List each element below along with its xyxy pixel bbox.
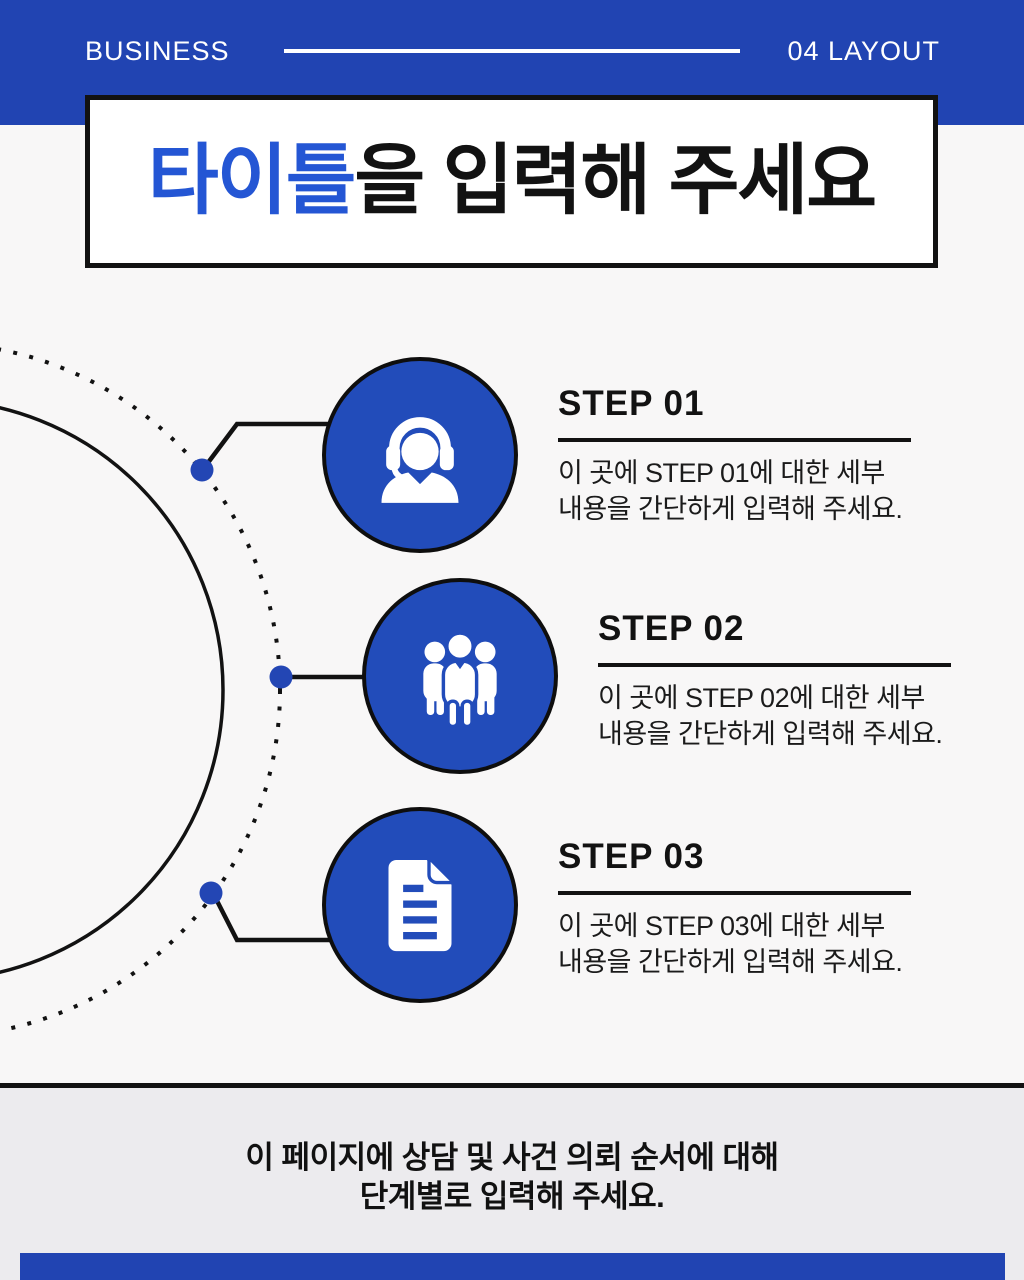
step3-desc-line1: 이 곳에 STEP 03에 대한 세부 <box>558 911 885 941</box>
step3-desc-line2: 내용을 간단하게 입력해 주세요. <box>558 947 903 977</box>
header-left-label: BUSINESS <box>85 36 230 66</box>
step2-label: STEP 02 <box>598 609 745 648</box>
step2-desc-line2: 내용을 간단하게 입력해 주세요. <box>598 719 943 749</box>
connector-line-step3 <box>210 891 330 943</box>
step1-desc-line2: 내용을 간단하게 입력해 주세요. <box>558 494 903 524</box>
step1-text-block: STEP 01 이 곳에 STEP 01에 대한 세부 내용을 간단하게 입력해… <box>558 384 978 527</box>
footer-line1: 이 페이지에 상담 및 사건 의뢰 순서에 대해 <box>245 1140 779 1175</box>
step3-description: 이 곳에 STEP 03에 대한 세부 내용을 간단하게 입력해 주세요. <box>558 908 978 980</box>
step1-divider <box>558 438 911 442</box>
step3-text-block: STEP 03 이 곳에 STEP 03에 대한 세부 내용을 간단하게 입력해… <box>558 837 978 980</box>
page-title: 타이틀을 입력해 주세요 <box>148 143 877 220</box>
bottom-accent-bar <box>20 1253 1005 1280</box>
solid-circle <box>0 406 225 974</box>
step2-text-block: STEP 02 이 곳에 STEP 02에 대한 세부 내용을 간단하게 입력해… <box>598 609 1018 752</box>
node-dot-step2 <box>269 665 293 689</box>
footer-note: 이 페이지에 상담 및 사건 의뢰 순서에 대해 단계별로 입력해 주세요. <box>0 1083 1024 1280</box>
title-rest: 을 입력해 주세요 <box>354 138 877 224</box>
footer-line2: 단계별로 입력해 주세요. <box>359 1179 665 1214</box>
step2-desc-line1: 이 곳에 STEP 02에 대한 세부 <box>598 683 925 713</box>
title-highlight: 타이틀 <box>147 138 357 224</box>
node-dot-step1 <box>190 458 214 482</box>
step3-circle <box>322 807 518 1003</box>
step2-circle <box>362 578 558 774</box>
step3-label: STEP 03 <box>558 837 705 876</box>
step1-label: STEP 01 <box>558 384 705 423</box>
step1-description: 이 곳에 STEP 01에 대한 세부 내용을 간단하게 입력해 주세요. <box>558 455 978 527</box>
header-divider-line <box>284 49 740 53</box>
header-right-label: 04 LAYOUT <box>787 36 940 66</box>
title-box: 타이틀을 입력해 주세요 <box>85 95 938 268</box>
node-dot-step3 <box>199 881 223 905</box>
dotted-circle <box>0 347 282 1033</box>
step2-description: 이 곳에 STEP 02에 대한 세부 내용을 간단하게 입력해 주세요. <box>598 680 1018 752</box>
headset-agent-icon <box>381 417 459 503</box>
step1-desc-line1: 이 곳에 STEP 01에 대한 세부 <box>558 458 885 488</box>
connector-line-step1 <box>202 421 330 470</box>
people-group-icon <box>423 631 497 729</box>
step3-divider <box>558 891 911 895</box>
step1-circle <box>322 357 518 553</box>
document-icon <box>388 853 458 952</box>
step2-divider <box>598 663 951 667</box>
